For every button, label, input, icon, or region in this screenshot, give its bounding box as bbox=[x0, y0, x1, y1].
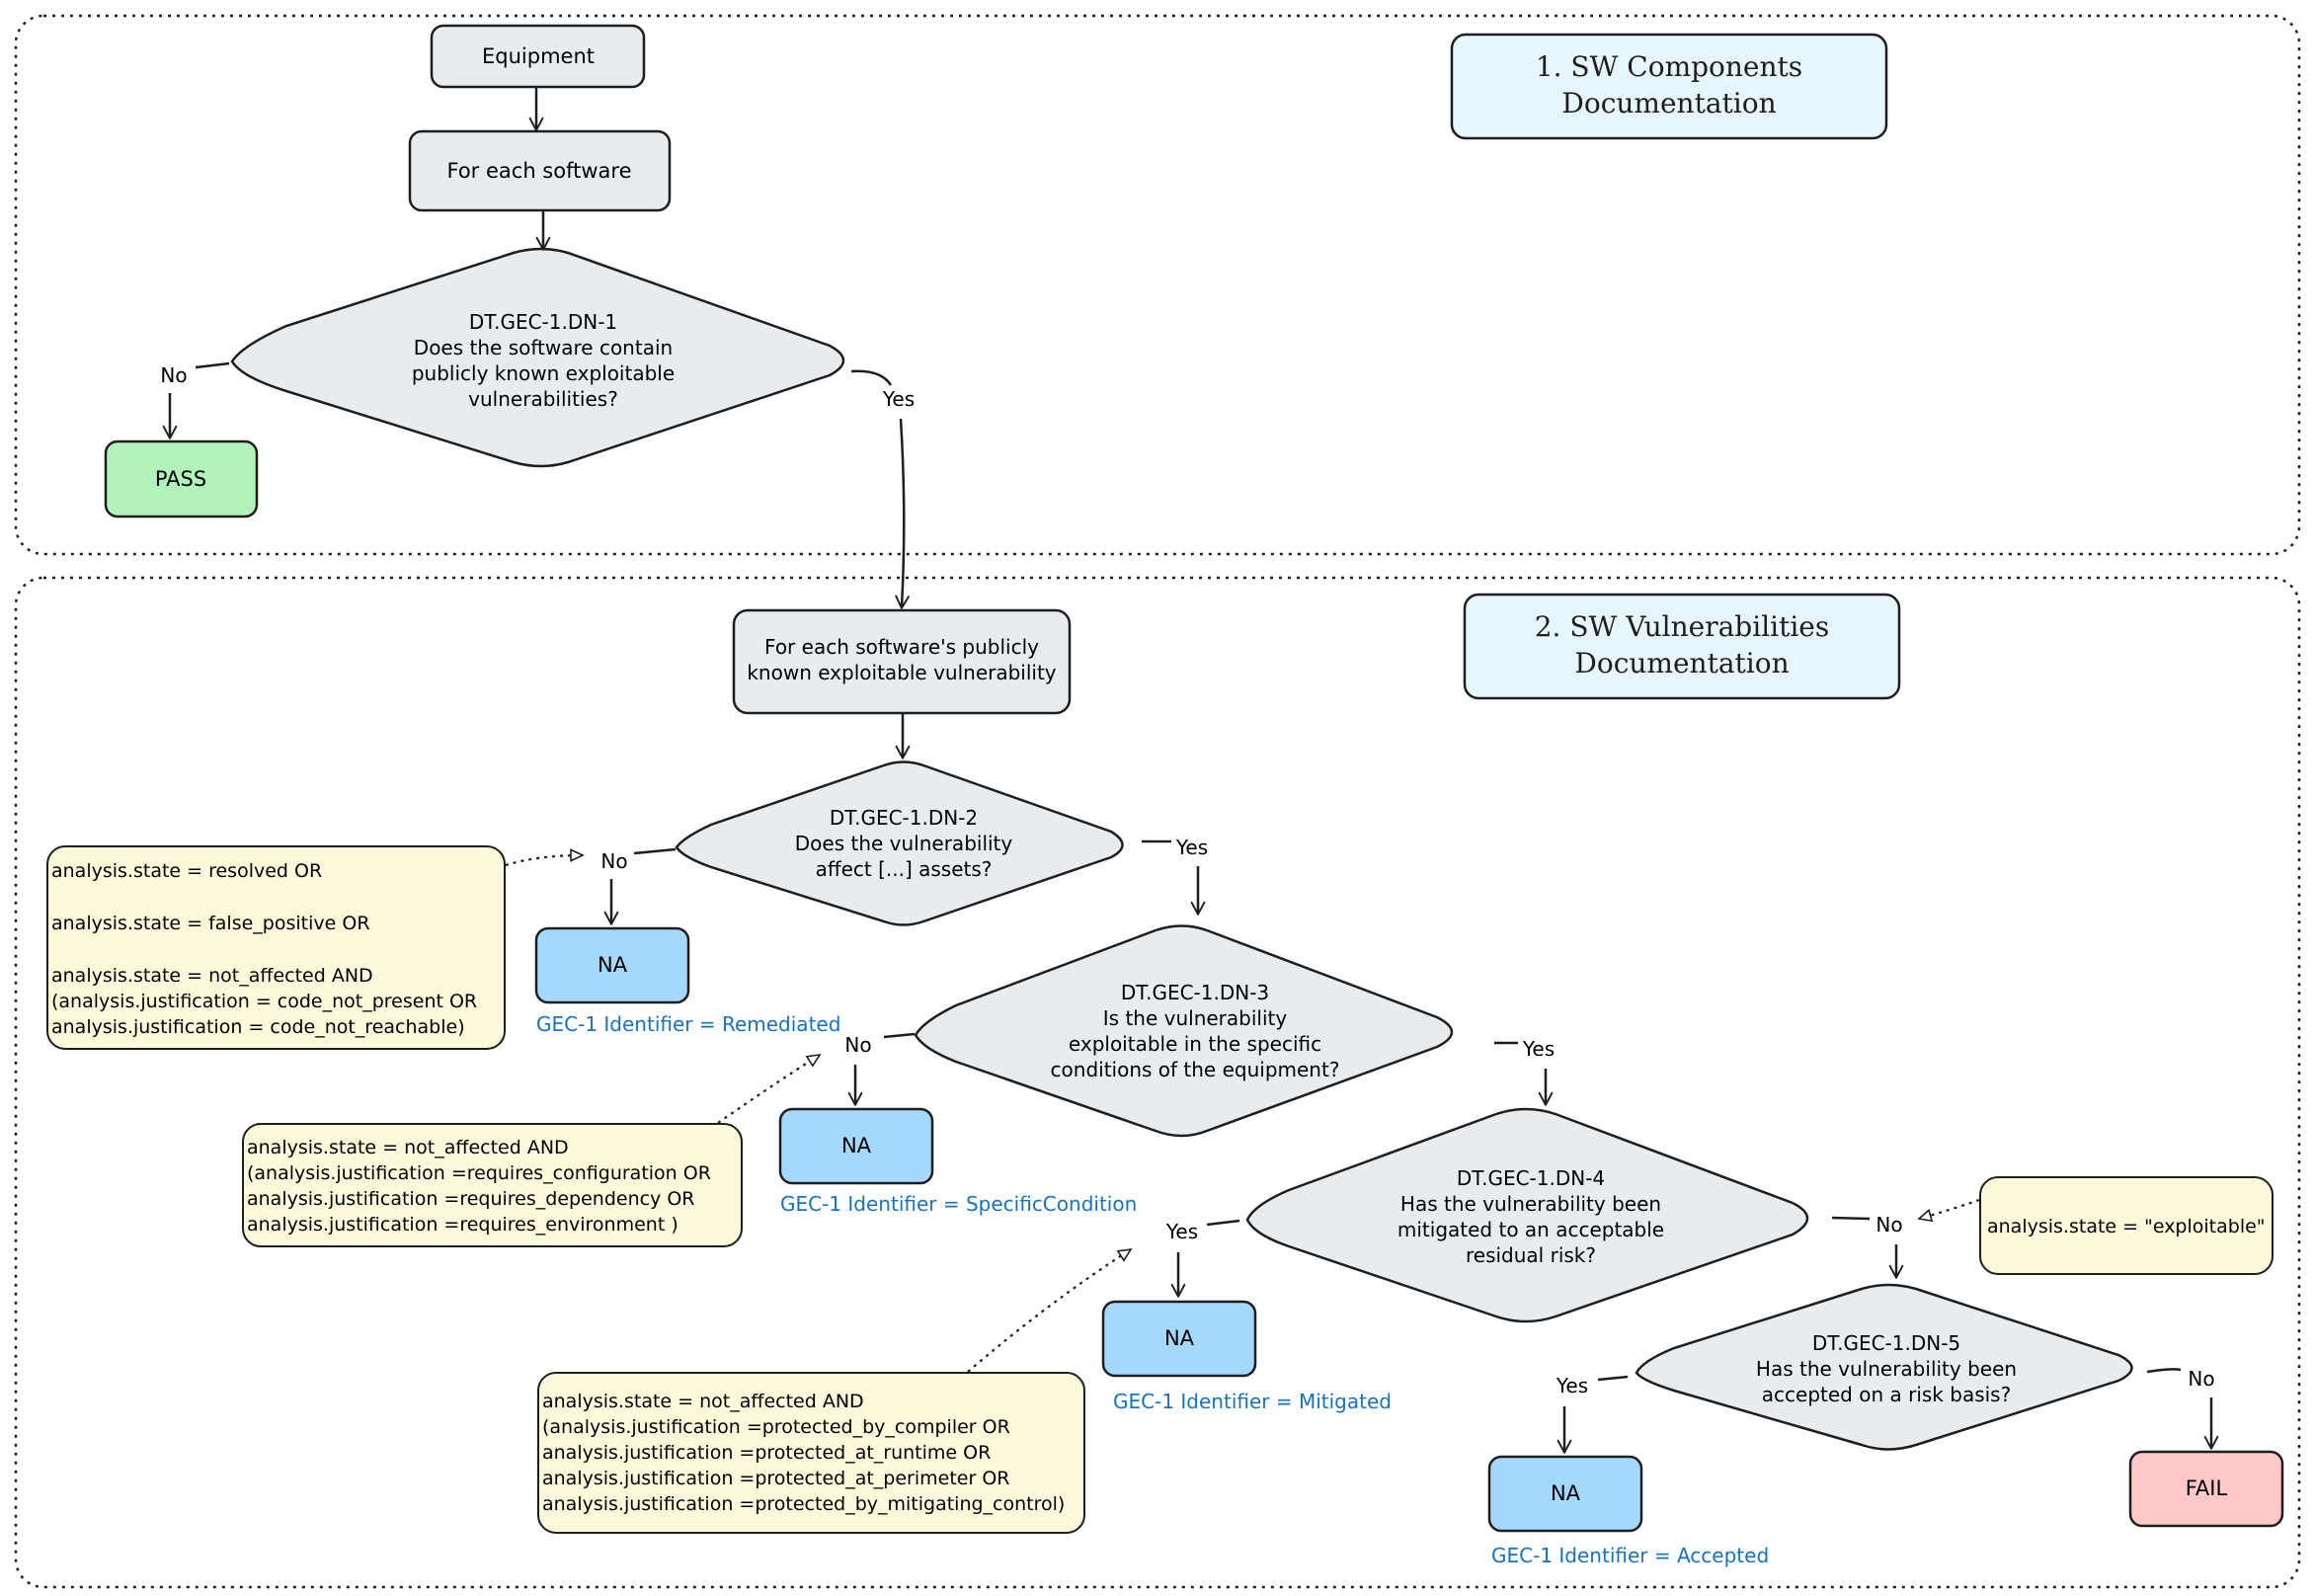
note3-line-2: (analysis.justification =protected_by_co… bbox=[542, 1416, 1010, 1438]
dn4-line-3: residual risk? bbox=[1466, 1243, 1596, 1267]
na-terminal-specific-condition: NA bbox=[778, 1107, 934, 1185]
na-terminal-accepted: NA bbox=[1487, 1455, 1643, 1533]
dn5-decision: DT.GEC-1.DN-5 Has the vulnerability been… bbox=[1635, 1283, 2133, 1451]
dn1-no-label: No bbox=[160, 363, 187, 387]
fail-label: FAIL bbox=[2186, 1476, 2228, 1500]
dn3-yes-label: Yes bbox=[1522, 1037, 1555, 1061]
section-2-title: 2. SW Vulnerabilities Documentation bbox=[1463, 593, 1901, 700]
edge-dn1-no bbox=[195, 361, 230, 369]
dn5-no-label: No bbox=[2188, 1367, 2214, 1391]
dn4-line-2: mitigated to an acceptable bbox=[1397, 1218, 1664, 1241]
dn5-yes-label: Yes bbox=[1556, 1374, 1588, 1397]
dn1-yes-label: Yes bbox=[882, 387, 915, 411]
identifier-mitigated: GEC-1 Identifier = Mitigated bbox=[1113, 1390, 1392, 1413]
note-dn4-exploitable: analysis.state = "exploitable" bbox=[1979, 1176, 2274, 1275]
note-dn3-conditions: analysis.state = not_affected AND (analy… bbox=[242, 1123, 743, 1247]
dn3-id: DT.GEC-1.DN-3 bbox=[1121, 981, 1269, 1004]
for-each-software-node: For each software bbox=[408, 129, 672, 212]
note4-line-1: analysis.state = "exploitable" bbox=[1987, 1216, 2266, 1237]
na-terminal-remediated: NA bbox=[534, 926, 690, 1004]
dn2-id: DT.GEC-1.DN-2 bbox=[830, 806, 978, 830]
dn3-line-3: conditions of the equipment? bbox=[1051, 1058, 1340, 1081]
dn2-line-1: Does the vulnerability bbox=[795, 832, 1013, 855]
dn3-line-2: exploitable in the specific bbox=[1069, 1032, 1321, 1056]
section-1-title: 1. SW Components Documentation bbox=[1450, 33, 1888, 140]
equipment-label: Equipment bbox=[482, 44, 595, 68]
fail-terminal: FAIL bbox=[2128, 1450, 2284, 1528]
for-each-vuln-line-1: For each software's publicly bbox=[764, 635, 1039, 659]
na-label-accepted: NA bbox=[1551, 1481, 1581, 1505]
for-each-vuln-line-2: known exploitable vulnerability bbox=[747, 661, 1056, 684]
dn4-line-1: Has the vulnerability been bbox=[1400, 1192, 1661, 1216]
note2-line-4: analysis.justification =requires_environ… bbox=[247, 1214, 678, 1236]
note3-line-5: analysis.justification =protected_by_mit… bbox=[542, 1493, 1065, 1515]
note2-line-3: analysis.justification =requires_depende… bbox=[247, 1188, 695, 1210]
note2-line-1: analysis.state = not_affected AND bbox=[247, 1137, 569, 1158]
dn4-yes-label: Yes bbox=[1165, 1220, 1198, 1243]
na-label-mitigated: NA bbox=[1164, 1326, 1195, 1350]
note-dn4-conditions: analysis.state = not_affected AND (analy… bbox=[537, 1372, 1085, 1534]
dn3-decision: DT.GEC-1.DN-3 Is the vulnerability explo… bbox=[914, 924, 1454, 1138]
dn4-decision: DT.GEC-1.DN-4 Has the vulnerability been… bbox=[1245, 1107, 1809, 1323]
pass-label: PASS bbox=[155, 467, 206, 491]
edge-dn1-yes bbox=[850, 369, 893, 386]
note1-line-5: analysis.state = not_affected AND bbox=[51, 965, 373, 987]
identifier-specific-condition: GEC-1 Identifier = SpecificCondition bbox=[780, 1192, 1137, 1216]
note-dn2-conditions: analysis.state = resolved OR analysis.st… bbox=[46, 845, 506, 1050]
dn5-line-2: accepted on a risk basis? bbox=[1762, 1383, 2011, 1406]
na-terminal-mitigated: NA bbox=[1101, 1300, 1257, 1378]
section-1-title-line-2: Documentation bbox=[1561, 87, 1776, 120]
section-2-title-line-2: Documentation bbox=[1574, 647, 1789, 679]
edge-dn3-no bbox=[883, 1032, 916, 1039]
dn1-line-2: publicly known exploitable bbox=[412, 361, 675, 385]
note1-line-7: analysis.justification = code_not_reacha… bbox=[51, 1016, 465, 1038]
dn4-no-label: No bbox=[1875, 1213, 1902, 1237]
equipment-node: Equipment bbox=[430, 24, 646, 89]
note1-line-1: analysis.state = resolved OR bbox=[51, 860, 322, 882]
dn1-line-1: Does the software contain bbox=[414, 336, 673, 359]
edge-dn5-no bbox=[2146, 1368, 2182, 1374]
note1-line-3: analysis.state = false_positive OR bbox=[51, 913, 370, 934]
dn2-no-label: No bbox=[600, 849, 627, 873]
dn1-line-3: vulnerabilities? bbox=[468, 387, 618, 411]
edge-dn1-yes-to-vuln bbox=[895, 418, 910, 609]
dn1-decision: DT.GEC-1.DN-1 Does the software contain … bbox=[230, 247, 845, 468]
edge-dn4-yes bbox=[1206, 1219, 1240, 1227]
dn5-id: DT.GEC-1.DN-5 bbox=[1812, 1331, 1960, 1355]
na-label-remediated: NA bbox=[598, 953, 628, 977]
dn2-decision: DT.GEC-1.DN-2 Does the vulnerability aff… bbox=[675, 760, 1124, 926]
identifier-remediated: GEC-1 Identifier = Remediated bbox=[536, 1012, 840, 1036]
dn2-yes-label: Yes bbox=[1175, 836, 1208, 859]
dn3-no-label: No bbox=[844, 1033, 871, 1057]
note3-line-4: analysis.justification =protected_at_per… bbox=[542, 1468, 1009, 1489]
note2-line-2: (analysis.justification =requires_config… bbox=[247, 1162, 711, 1184]
dn5-line-1: Has the vulnerability been bbox=[1756, 1357, 2017, 1381]
for-each-vulnerability-node: For each software's publicly known explo… bbox=[732, 608, 1072, 715]
edge-dn2-no bbox=[633, 847, 677, 855]
note3-line-1: analysis.state = not_affected AND bbox=[542, 1391, 864, 1412]
section-1-container bbox=[14, 14, 2301, 556]
edge-dn5-yes bbox=[1597, 1375, 1629, 1382]
dn1-id: DT.GEC-1.DN-1 bbox=[469, 310, 617, 334]
edge-dn4-no bbox=[1831, 1216, 1871, 1221]
note3-line-3: analysis.justification =protected_at_run… bbox=[542, 1442, 991, 1464]
section-2-title-line-1: 2. SW Vulnerabilities bbox=[1535, 610, 1830, 643]
dn2-line-2: affect [...] assets? bbox=[816, 857, 993, 881]
identifier-accepted: GEC-1 Identifier = Accepted bbox=[1491, 1544, 1769, 1567]
note1-line-6: (analysis.justification = code_not_prese… bbox=[51, 991, 477, 1012]
pass-terminal: PASS bbox=[104, 439, 259, 519]
na-label-specific-condition: NA bbox=[841, 1134, 872, 1157]
note4-connector bbox=[1917, 1198, 1980, 1223]
for-each-software-label: For each software bbox=[447, 159, 632, 183]
dn3-line-1: Is the vulnerability bbox=[1103, 1006, 1288, 1030]
section-2-container bbox=[14, 576, 2301, 1589]
note1-connector bbox=[505, 848, 585, 867]
section-1-title-line-1: 1. SW Components bbox=[1536, 50, 1802, 83]
dn4-id: DT.GEC-1.DN-4 bbox=[1457, 1166, 1605, 1190]
note3-connector bbox=[967, 1247, 1133, 1373]
